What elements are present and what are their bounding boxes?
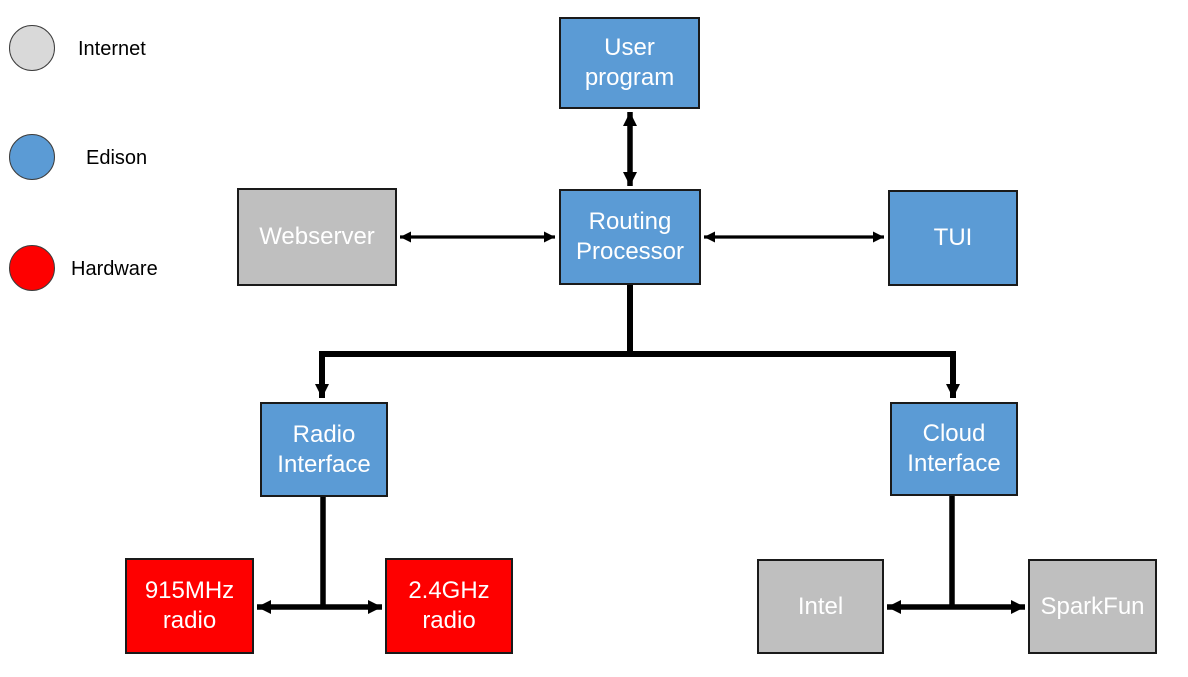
- node-cloud-interface-label: Cloud Interface: [907, 420, 1001, 477]
- node-24ghz-radio: 2.4GHz radio: [385, 558, 513, 654]
- legend-hardware-circle: [9, 245, 55, 291]
- node-routing-processor-label: Routing Processor: [575, 208, 685, 265]
- node-radio-interface-label: Radio Interface: [277, 420, 371, 478]
- legend-hardware-label: Hardware: [71, 258, 158, 280]
- node-user-program-label: User program: [584, 34, 675, 91]
- legend-edison-circle: [9, 134, 55, 180]
- node-webserver-label: Webserver: [259, 223, 375, 250]
- node-tui-label: TUI: [933, 224, 973, 251]
- node-intel: Intel: [757, 559, 884, 654]
- node-routing-processor: Routing Processor: [559, 189, 701, 285]
- legend-internet-label: Internet: [78, 38, 146, 60]
- node-tui: TUI: [888, 190, 1018, 286]
- node-915mhz-radio: 915MHz radio: [125, 558, 254, 654]
- legend-edison-label: Edison: [86, 147, 148, 169]
- node-sparkfun-label: SparkFun: [1040, 592, 1145, 620]
- node-24ghz-radio-label: 2.4GHz radio: [408, 577, 490, 634]
- node-cloud-interface: Cloud Interface: [890, 402, 1018, 496]
- legend-internet-circle: [9, 25, 55, 71]
- node-user-program: User program: [559, 17, 700, 109]
- edge-group: [257, 112, 1025, 614]
- node-915mhz-radio-label: 915MHz radio: [144, 577, 235, 634]
- node-radio-interface: Radio Interface: [260, 402, 388, 497]
- node-sparkfun: SparkFun: [1028, 559, 1157, 654]
- node-intel-label: Intel: [797, 592, 844, 620]
- node-webserver: Webserver: [237, 188, 397, 286]
